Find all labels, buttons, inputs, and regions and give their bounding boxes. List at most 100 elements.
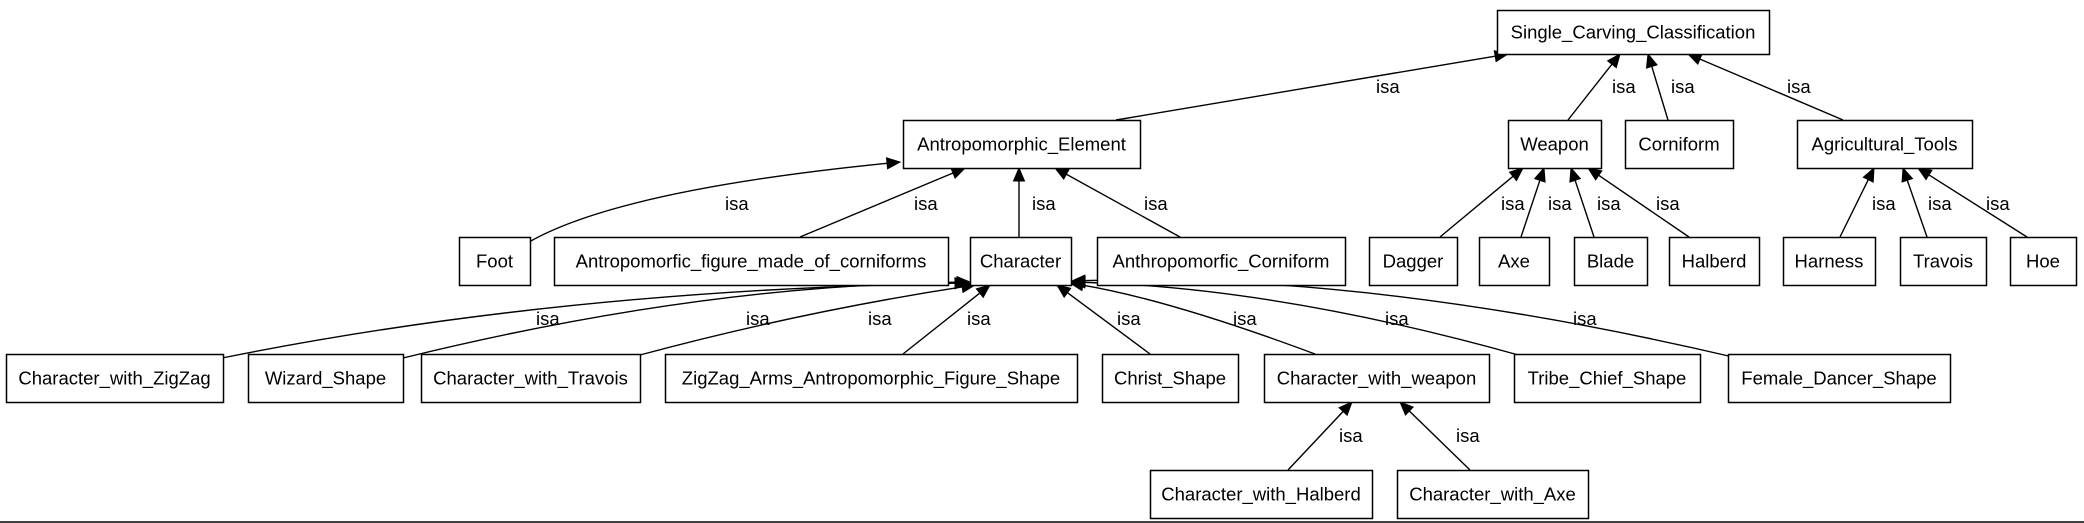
arrowhead-icon bbox=[1053, 167, 1070, 180]
edge-line bbox=[221, 282, 956, 359]
edge-line bbox=[1574, 180, 1595, 238]
node-christ: Christ_Shape bbox=[1101, 353, 1240, 404]
edge-chalberd-to-cweapon: isa bbox=[1287, 401, 1363, 471]
node-label: Anthropomorfic_Corniform bbox=[1113, 251, 1330, 273]
edge-line bbox=[639, 286, 963, 356]
node-box bbox=[1149, 469, 1374, 520]
edge-hoe-to-agri: isa bbox=[1916, 167, 2028, 238]
node-label: Character_with_weapon bbox=[1277, 368, 1477, 390]
node-cweapon: Character_with_weapon bbox=[1263, 353, 1491, 404]
arrowhead-icon bbox=[1055, 284, 1072, 299]
arrowhead-icon bbox=[975, 284, 992, 299]
node-hoe: Hoe bbox=[2009, 236, 2078, 287]
node-label: Female_Dancer_Shape bbox=[1741, 368, 1936, 390]
node-box bbox=[1899, 236, 1988, 287]
node-label: Christ_Shape bbox=[1114, 368, 1226, 390]
edge-label: isa bbox=[1117, 308, 1141, 329]
edge-label: isa bbox=[1872, 193, 1896, 214]
node-antrocorn: Antropomorfic_figure_made_of_corniforms bbox=[553, 236, 950, 287]
arrowhead-icon bbox=[1606, 52, 1621, 69]
node-box bbox=[1727, 353, 1952, 404]
edge-line bbox=[1115, 55, 1496, 121]
node-antro: Antropomorphic_Element bbox=[902, 119, 1142, 170]
node-box bbox=[1513, 353, 1702, 404]
node-box bbox=[1507, 119, 1603, 170]
node-label: Halberd bbox=[1682, 251, 1747, 272]
node-label: Harness bbox=[1795, 251, 1864, 272]
node-box bbox=[1796, 119, 1974, 170]
edge-label: isa bbox=[1597, 193, 1621, 214]
edge-christ-to-character: isa bbox=[1055, 284, 1151, 355]
node-box bbox=[1668, 236, 1761, 287]
node-box bbox=[458, 236, 532, 287]
edge-zigzagarms-to-character: isa bbox=[902, 284, 992, 355]
arrowhead-icon bbox=[885, 157, 902, 170]
node-label: Hoe bbox=[2026, 251, 2060, 272]
edge-label: isa bbox=[1376, 76, 1400, 97]
edge-character-to-antro: isa bbox=[1012, 166, 1056, 237]
edge-halberd-to-weapon: isa bbox=[1586, 167, 1690, 238]
arrowhead-icon bbox=[1901, 166, 1914, 183]
edge-label: isa bbox=[1339, 425, 1363, 446]
edge-line bbox=[1651, 66, 1669, 121]
node-wizard: Wizard_Shape bbox=[247, 353, 405, 404]
edge-antrocorn-to-antro: isa bbox=[799, 167, 967, 238]
arrowhead-icon bbox=[1508, 167, 1524, 182]
edge-label: isa bbox=[536, 308, 560, 329]
edge-blade-to-weapon: isa bbox=[1569, 166, 1621, 238]
node-box bbox=[1573, 236, 1649, 287]
node-box bbox=[247, 353, 405, 404]
node-label: Dagger bbox=[1383, 251, 1444, 272]
edge-line bbox=[1439, 175, 1514, 238]
edge-label: isa bbox=[1656, 193, 1680, 214]
node-label: Character_with_ZigZag bbox=[18, 368, 210, 390]
node-root: Single_Carving_Classification bbox=[1496, 9, 1771, 56]
edge-label: isa bbox=[1548, 193, 1572, 214]
edge-label: isa bbox=[967, 308, 991, 329]
edge-label: isa bbox=[914, 193, 938, 214]
edge-label: isa bbox=[1032, 193, 1056, 214]
edge-agri-to-root: isa bbox=[1686, 53, 1844, 121]
node-chalberd: Character_with_Halberd bbox=[1149, 469, 1374, 520]
node-box bbox=[2009, 236, 2078, 287]
edge-label: isa bbox=[725, 193, 749, 214]
node-blade: Blade bbox=[1573, 236, 1649, 287]
node-box bbox=[1096, 236, 1347, 287]
node-box bbox=[420, 353, 642, 404]
node-box bbox=[969, 236, 1073, 287]
node-box bbox=[1624, 119, 1735, 170]
node-box bbox=[1782, 236, 1877, 287]
node-box bbox=[902, 119, 1142, 170]
edge-corniform-to-root: isa bbox=[1645, 52, 1695, 121]
arrowhead-icon bbox=[1338, 401, 1353, 417]
edge-line bbox=[902, 292, 981, 355]
edge-ctravois-to-character: isa bbox=[639, 280, 977, 356]
arrowhead-icon bbox=[1569, 166, 1582, 183]
arrowhead-icon bbox=[1862, 166, 1875, 183]
arrowhead-icon bbox=[1916, 167, 1933, 181]
node-box bbox=[5, 353, 225, 404]
node-character: Character bbox=[969, 236, 1073, 287]
arrowhead-icon bbox=[1686, 53, 1703, 66]
edge-caxe-to-cweapon: isa bbox=[1399, 401, 1480, 471]
node-label: Blade bbox=[1587, 251, 1634, 272]
node-label: Single_Carving_Classification bbox=[1511, 22, 1756, 44]
node-harness: Harness bbox=[1782, 236, 1877, 287]
edge-label: isa bbox=[1385, 308, 1409, 329]
node-label: Travois bbox=[1913, 251, 1973, 272]
node-label: ZigZag_Arms_Antropomorphic_Figure_Shape bbox=[682, 368, 1060, 390]
edge-antro-to-root: isa bbox=[1115, 50, 1510, 121]
node-caxe: Character_with_Axe bbox=[1396, 469, 1590, 520]
edge-label: isa bbox=[1671, 76, 1695, 97]
node-travois: Travois bbox=[1899, 236, 1988, 287]
node-label: Wizard_Shape bbox=[265, 368, 386, 390]
node-dagger: Dagger bbox=[1368, 236, 1459, 287]
edge-line bbox=[1067, 292, 1151, 355]
arrowhead-icon bbox=[1399, 401, 1415, 416]
node-agri: Agricultural_Tools bbox=[1796, 119, 1974, 170]
edge-foot-to-antro: isa bbox=[528, 157, 902, 243]
node-label: Character_with_Axe bbox=[1409, 484, 1576, 506]
edge-axe-to-weapon: isa bbox=[1520, 166, 1572, 238]
